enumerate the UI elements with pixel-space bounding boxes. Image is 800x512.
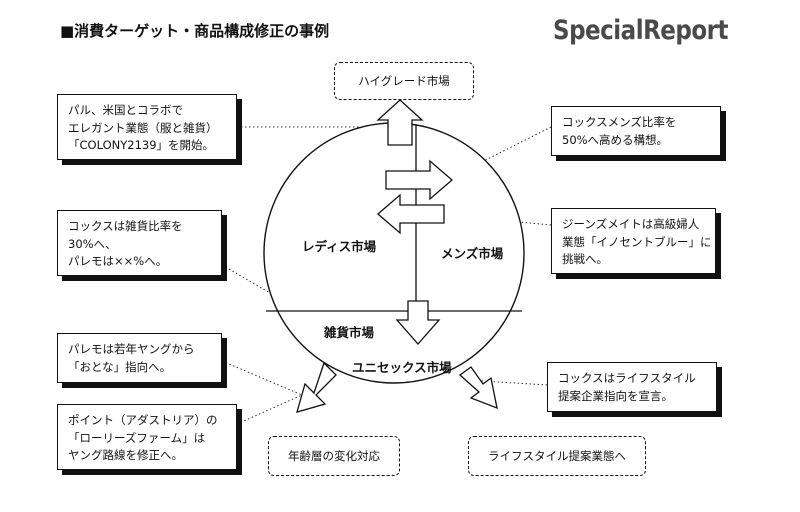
- down-arrow-icon: [395, 300, 441, 345]
- page-title: ■消費ターゲット・商品構成修正の事例: [60, 22, 330, 40]
- mens-market-label: メンズ市場: [441, 246, 504, 261]
- note-line: コックスは雑貨比率を: [68, 219, 183, 233]
- goods-market-label: 雑貨市場: [324, 325, 375, 340]
- note-parco-us: パル、米国とコラボで エレガント業態（服と雑貨） 「COLONY2139」を開始…: [57, 94, 237, 160]
- note-cox-lifestyle: コックスはライフスタイル 提案企業指向を宣言。: [547, 362, 717, 412]
- note-line: 「COLONY2139」を開始。: [68, 138, 215, 152]
- note-line: パル、米国とコラボで: [68, 103, 183, 117]
- high-grade-market-label: ハイグレード市場: [358, 74, 450, 88]
- lifestyle-proposal-label: ライフスタイル提案業態へ: [488, 449, 626, 463]
- high-grade-market-box: ハイグレード市場: [334, 62, 474, 100]
- note-line: 50%へ高める構想。: [562, 132, 669, 147]
- note-palemo-young: パレモは若年ヤングから 「おとな」指向へ。: [57, 333, 222, 383]
- ladies-market-label: レディス市場: [302, 239, 377, 254]
- note-line: パレモは××%へ。: [68, 254, 168, 268]
- right-arrow-icon: [385, 159, 453, 201]
- note-cox-mens: コックスメンズ比率を 50%へ高める構想。: [551, 106, 721, 156]
- age-change-box: 年齢層の変化対応: [268, 436, 400, 476]
- left-arrow-icon: [377, 193, 445, 235]
- down-right-arrow-icon: [458, 366, 498, 410]
- down-left-arrow-icon: [296, 361, 337, 413]
- unisex-market-label: ユニセックス市場: [352, 360, 452, 375]
- up-arrow-icon: [376, 99, 424, 146]
- note-point: ポイント（アダストリア）の 「ローリーズファーム」は ヤング路線を修正へ。: [57, 404, 237, 470]
- note-cox-goods: コックスは雑貨比率を 30%へ、 パレモは××%へ。: [57, 210, 222, 276]
- note-line: コックスはライフスタイル: [558, 371, 696, 385]
- note-line: エレガント業態（服と雑貨）: [68, 120, 218, 135]
- note-line: 挑戦へ。: [562, 252, 608, 266]
- note-line: 「ローリーズファーム」は: [68, 430, 206, 445]
- note-line: 提案企業指向を宣言。: [558, 388, 673, 403]
- age-change-label: 年齢層の変化対応: [288, 449, 380, 463]
- connector-palemo: [221, 360, 303, 396]
- note-line: 30%へ、: [68, 236, 117, 251]
- lifestyle-proposal-box: ライフスタイル提案業態へ: [468, 436, 646, 476]
- connector-point: [236, 394, 303, 425]
- note-jeans-mate: ジーンズメイトは高級婦人 業態「イノセントブルー」に 挑戦へ。: [551, 208, 716, 274]
- note-line: パレモは若年ヤングから: [68, 342, 195, 356]
- note-line: ジーンズメイトは高級婦人: [562, 217, 700, 231]
- note-line: ヤング路線を修正へ。: [68, 448, 183, 462]
- note-line: 業態「イノセントブルー」に: [562, 234, 712, 249]
- connector-cox-life: [465, 379, 548, 386]
- note-line: 「おとな」指向へ。: [68, 359, 172, 374]
- note-line: コックスメンズ比率を: [562, 115, 677, 129]
- brand-logo: SpecialReport: [553, 16, 728, 46]
- note-line: ポイント（アダストリア）の: [68, 413, 218, 427]
